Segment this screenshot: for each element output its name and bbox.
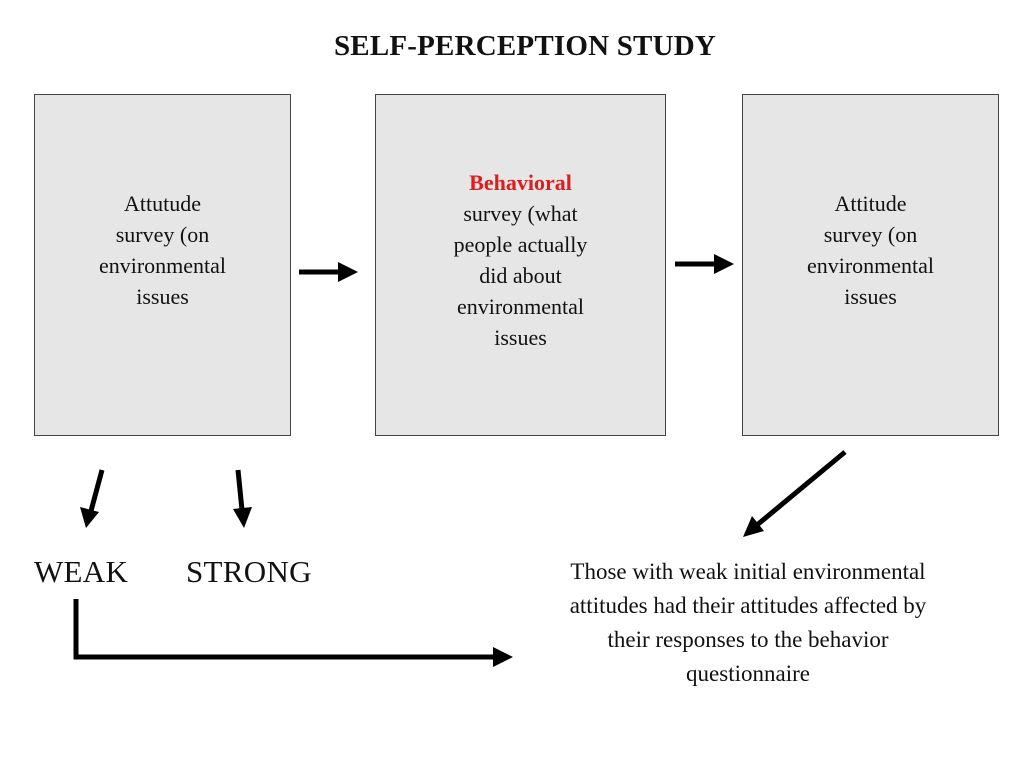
pre-attitude-survey-box: Attutude survey (on environmental issues [34,94,291,436]
arrow-box2-to-box3 [675,254,734,274]
box-line: did about [479,263,562,288]
arrow-box3-to-conclusion [743,450,847,537]
pre-attitude-survey-text: Attutude survey (on environmental issues [99,188,226,312]
box-line: Attutude [123,191,201,216]
box-line: environmental [456,294,585,319]
behavioral-highlight: Behavioral [469,170,572,195]
box-line: people actually [453,232,588,257]
weak-label: WEAK [34,554,129,589]
box-line: issues [844,284,897,309]
arrow-weak-to-conclusion [73,599,513,667]
arrow-box1-to-box2 [299,262,358,282]
box-line: survey (what [463,201,578,226]
box-line: issues [494,325,547,350]
behavioral-survey-box: Behavioral survey (what people actually … [375,94,666,436]
post-attitude-survey-text: Attitude survey (on environmental issues [807,188,934,312]
conclusion-text: Those with weak initial environmental at… [520,555,976,691]
arrow-to-weak [80,469,105,528]
conclusion-line: Those with weak initial environmental [570,559,926,584]
diagram-title: SELF-PERCEPTION STUDY [333,30,717,62]
box-line: survey (on [823,222,918,247]
box-line: survey (on [115,222,210,247]
box-line: issues [136,284,189,309]
box-line: environmental [806,253,935,278]
conclusion-line: their responses to the behavior [607,627,889,652]
box-line: Attitude [834,191,907,216]
conclusion-line: attitudes had their attitudes affected b… [569,593,927,618]
conclusion-line: questionnaire [686,661,810,686]
strong-label: STRONG [186,554,312,589]
behavioral-survey-text: Behavioral survey (what people actually … [454,167,588,353]
box-line: environmental [98,253,227,278]
arrow-to-strong [233,469,252,528]
post-attitude-survey-box: Attitude survey (on environmental issues [742,94,999,436]
